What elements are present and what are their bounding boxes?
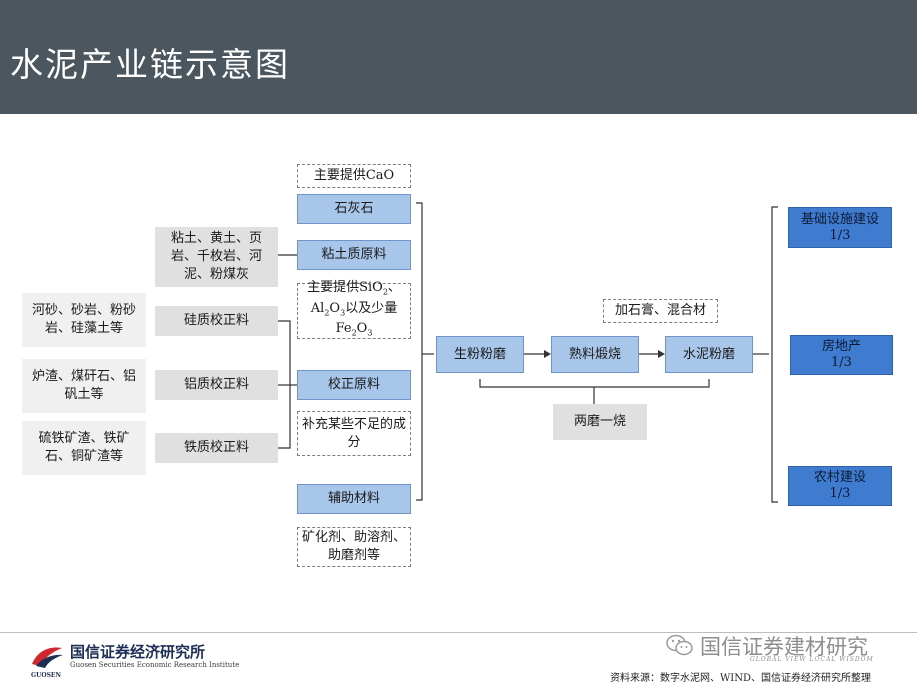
wechat-icon [666, 634, 693, 656]
real-estate-label: 房地产 [821, 339, 861, 354]
additives-note: 加石膏、混合材 [603, 299, 718, 323]
arrow-calcining-to-cement [658, 350, 665, 358]
rural-label: 农村建设 [813, 470, 866, 485]
clay-material-box: 粘土质原料 [297, 240, 411, 270]
footer-divider [0, 632, 917, 633]
demand-bracket [771, 206, 778, 503]
cement-grinding-box: 水泥粉磨 [665, 336, 753, 373]
process-bracket [479, 379, 710, 388]
guosen-logo-icon [32, 647, 63, 668]
corrective-material-box: 校正原料 [297, 370, 411, 400]
alumina-corrective-box: 铝质校正料 [155, 370, 278, 400]
two-grind-one-burn-box: 两磨一烧 [553, 404, 647, 440]
rural-box: 农村建设 1/3 [788, 466, 892, 506]
page-title: 水泥产业链示意图 [10, 45, 290, 84]
raw-grinding-box: 生粉粉磨 [436, 336, 524, 373]
watermark-slogan: GLOBAL VIEW LOCAL WISDOM [750, 656, 874, 663]
rural-share: 1/3 [829, 486, 851, 501]
title-bar: 水泥产业链示意图 [0, 0, 917, 114]
clinker-calcining-box: 熟料煅烧 [551, 336, 639, 373]
company-name: 国信证券经济研究所 [70, 643, 206, 661]
real-estate-box: 房地产 1/3 [790, 335, 893, 375]
iron-sources-box: 硫铁矿渣、铁矿石、铜矿渣等 [22, 421, 146, 475]
source-note: 资料来源：数字水泥网、WIND、国信证券经济研究所整理 [610, 673, 871, 684]
raw-materials-bracket [416, 202, 423, 501]
infrastructure-box: 基础设施建设 1/3 [788, 207, 892, 248]
sio2-note-line3: Fe2O3 [335, 321, 373, 338]
arrow-grinding-to-calcining [544, 350, 551, 358]
auxiliary-note: 矿化剂、助溶剂、助磨剂等 [297, 527, 411, 567]
real-estate-share: 1/3 [831, 355, 852, 370]
auxiliary-material-box: 辅助材料 [297, 484, 411, 514]
alumina-sources-box: 炉渣、煤矸石、铝矾土等 [22, 359, 146, 413]
iron-corrective-box: 铁质校正料 [155, 433, 278, 463]
company-english-name: Guosen Securities Economic Research Inst… [70, 661, 240, 669]
limestone-box: 石灰石 [297, 194, 411, 224]
clay-sources-box: 粘土、黄土、页岩、千枚岩、河泥、粉煤灰 [155, 227, 278, 287]
supplement-note: 补充某些不足的成分 [297, 411, 411, 456]
sio2-note-line2: Al2O3以及少量 [310, 300, 398, 318]
watermark-text: 国信证券建材研究 [700, 635, 868, 659]
silica-sources-box: 河砂、砂岩、粉砂岩、硅藻土等 [22, 293, 146, 347]
cao-note: 主要提供CaO [297, 164, 411, 188]
infrastructure-share: 1/3 [829, 227, 851, 243]
logo-text: GUOSEN [31, 672, 61, 679]
sio2-note-line1: 主要提供SiO2、 [307, 280, 401, 297]
infrastructure-label: 基础设施建设 [800, 211, 879, 227]
sio2-note: 主要提供SiO2、 Al2O3以及少量 Fe2O3 [297, 280, 411, 339]
silica-corrective-box: 硅质校正料 [155, 306, 278, 336]
